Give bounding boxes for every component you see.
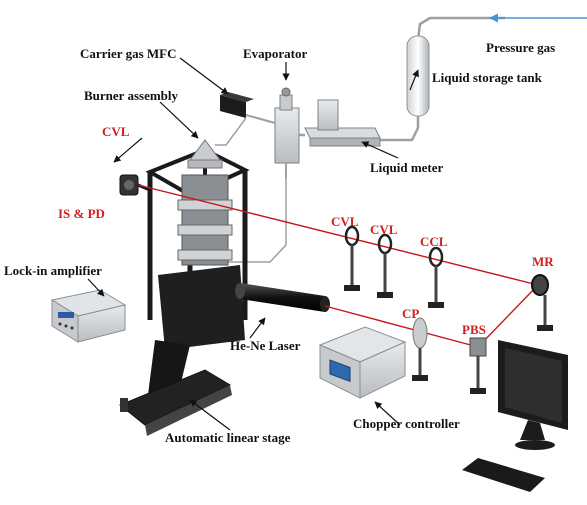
label-mr: MR — [532, 254, 554, 269]
label-cp: CP — [402, 306, 419, 321]
label-liquid-meter: Liquid meter — [370, 160, 444, 175]
label-cvl-2: CVL — [370, 222, 398, 237]
label-chopper-controller: Chopper controller — [353, 416, 460, 431]
keyboard — [462, 458, 545, 492]
label-ccl: CCL — [420, 234, 448, 249]
mr-mirror — [532, 275, 553, 331]
arrow-burner-assembly — [160, 102, 198, 138]
computer-monitor — [498, 340, 568, 450]
evaporator — [275, 88, 299, 178]
ccl-lens — [428, 248, 444, 308]
label-liquid-storage-tank: Liquid storage tank — [432, 70, 543, 85]
carrier-gas-mfc — [220, 92, 275, 123]
cp-chopper — [412, 318, 428, 381]
is-pd-detector — [120, 175, 150, 195]
liquid-meter — [305, 100, 380, 146]
cvl-lens-1 — [344, 227, 360, 291]
label-automatic-linear-stage: Automatic linear stage — [165, 430, 291, 445]
pbs-splitter — [470, 338, 486, 394]
arrow-cvl-top — [114, 138, 142, 162]
chopper-controller — [320, 327, 405, 398]
label-carrier-gas-mfc: Carrier gas MFC — [80, 46, 177, 61]
cvl-lens-2 — [377, 235, 393, 298]
lock-in-amplifier — [52, 290, 125, 342]
label-cvl-top: CVL — [102, 124, 130, 139]
he-ne-laser — [235, 283, 330, 312]
label-he-ne-laser: He-Ne Laser — [230, 338, 301, 353]
label-evaporator: Evaporator — [243, 46, 308, 61]
label-is-pd: IS & PD — [58, 206, 105, 221]
label-pressure-gas: Pressure gas — [486, 40, 555, 55]
label-pbs: PBS — [462, 322, 486, 337]
arrow-carrier-gas-mfc — [180, 58, 228, 94]
label-burner-assembly: Burner assembly — [84, 88, 179, 103]
label-lock-in-amplifier: Lock-in amplifier — [4, 263, 102, 278]
arrow-he-ne-laser — [250, 318, 265, 338]
label-cvl-1: CVL — [331, 214, 359, 229]
liquid-storage-tank — [407, 36, 429, 128]
